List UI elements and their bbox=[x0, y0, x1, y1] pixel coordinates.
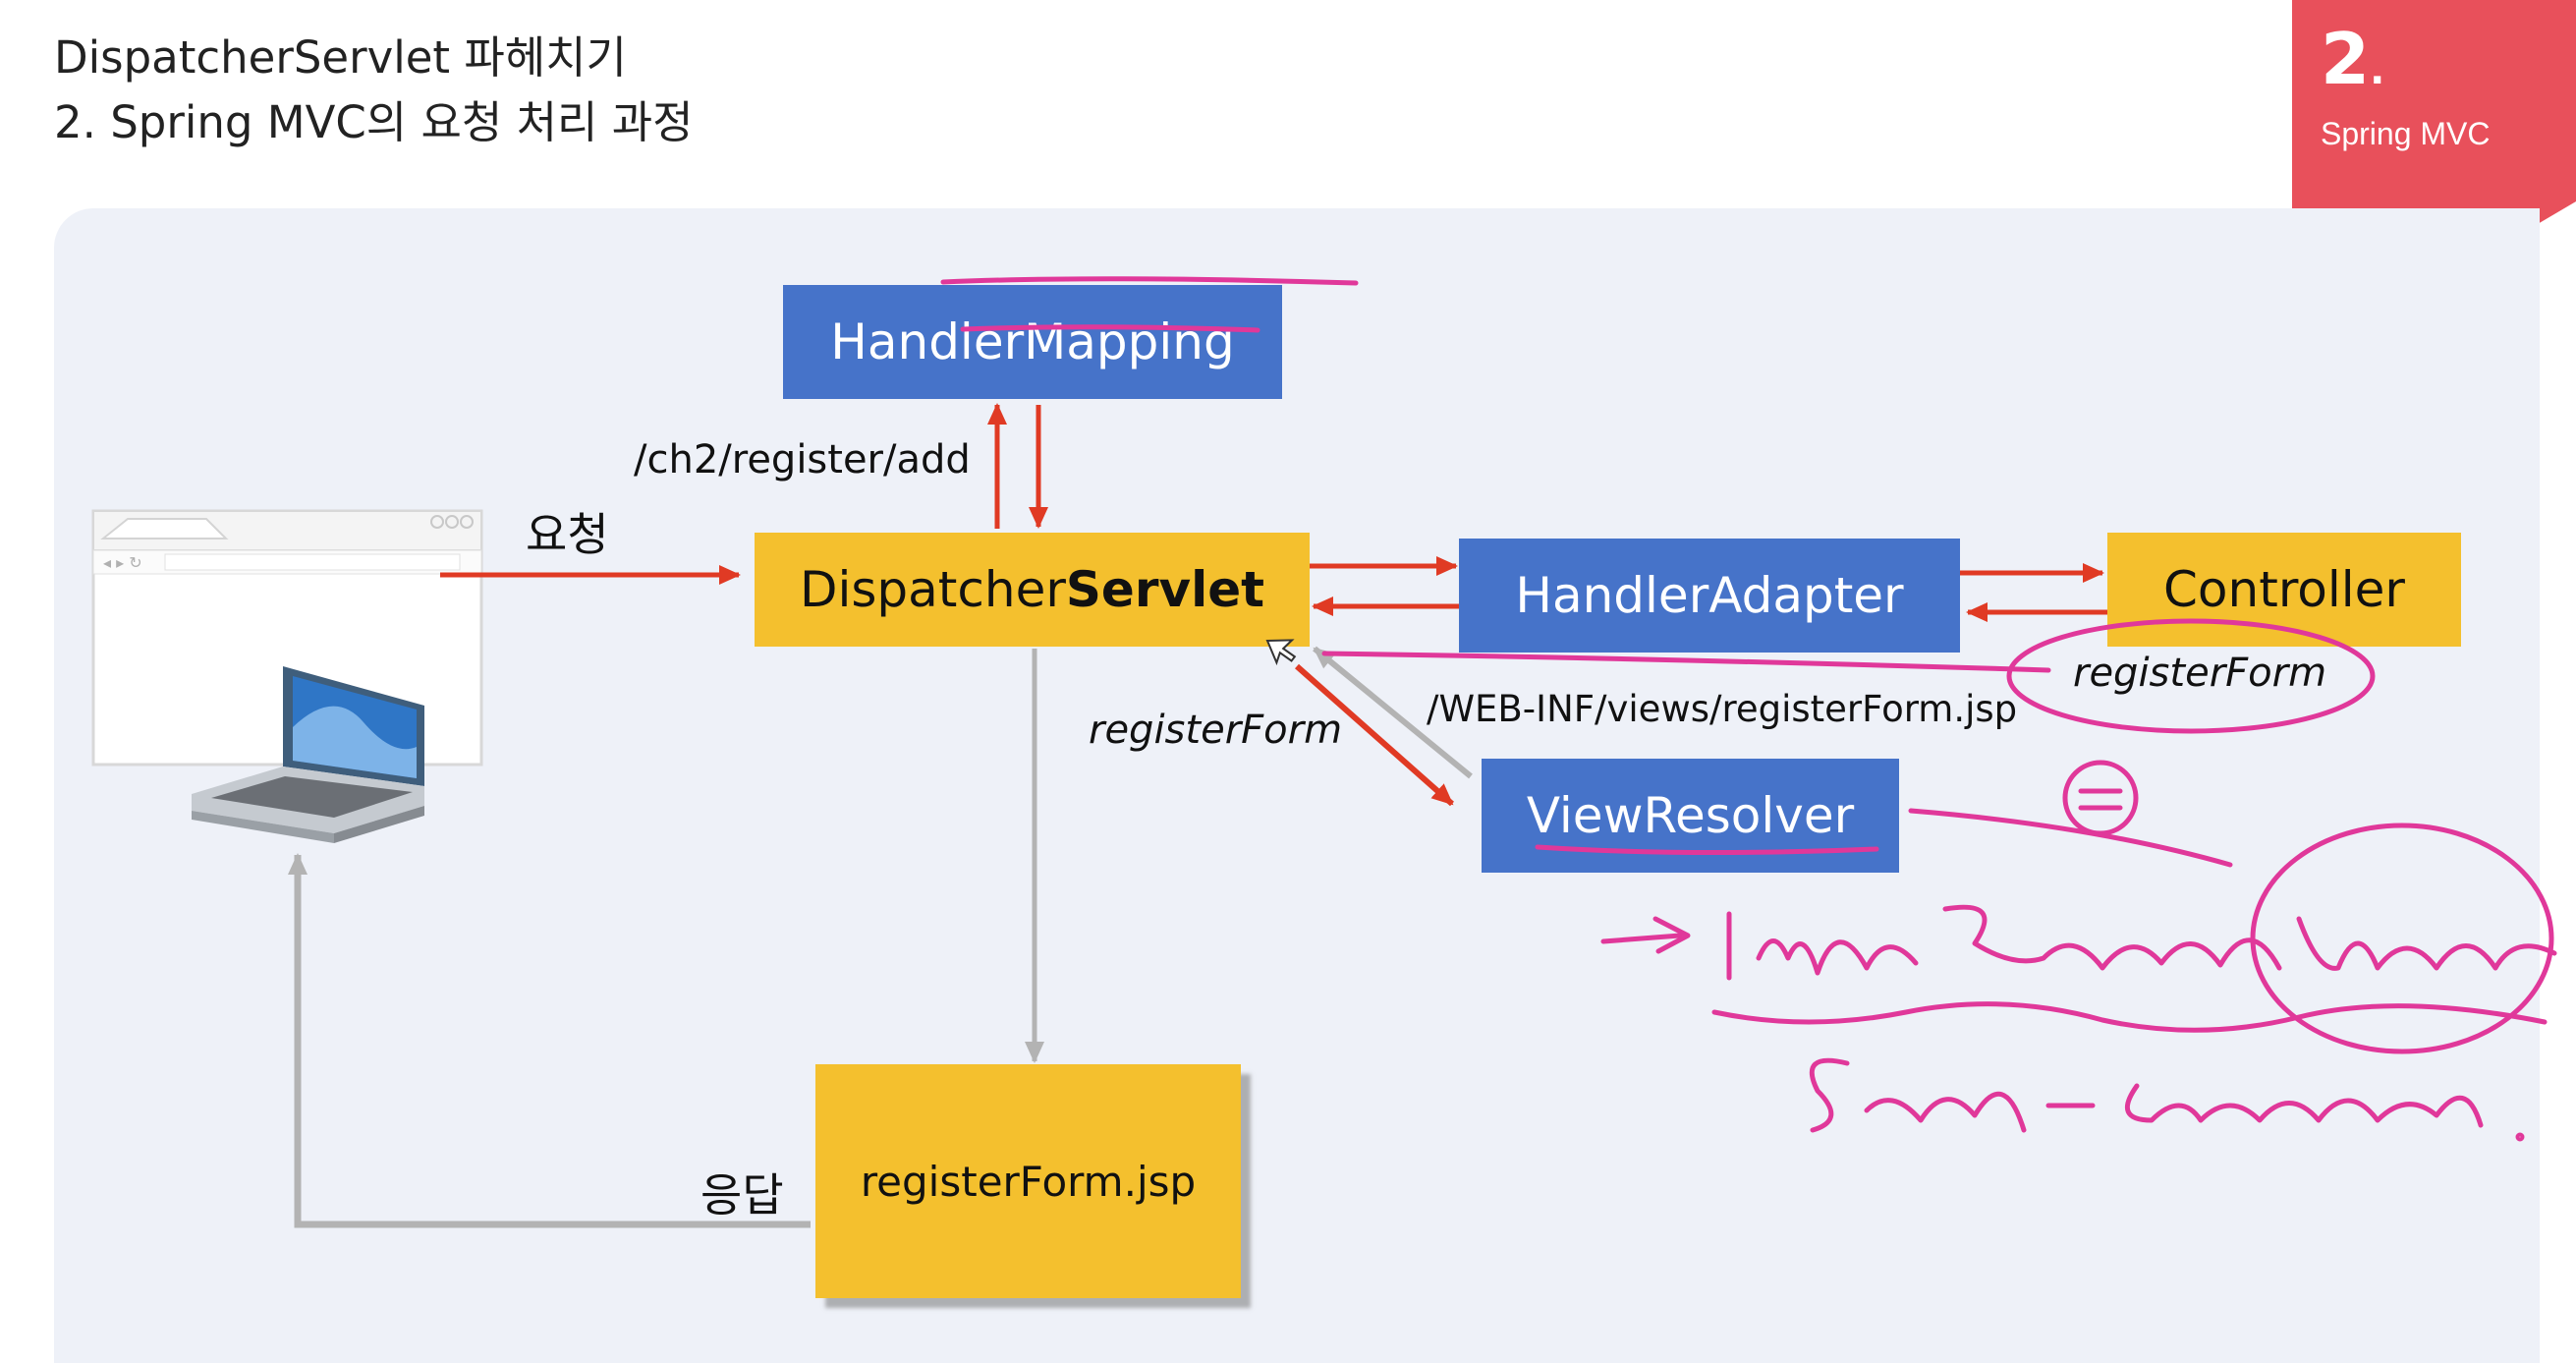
response-label: 응답 bbox=[700, 1168, 784, 1221]
dispatcher-prefix: Dispatcher bbox=[799, 561, 1066, 618]
slide-title: DispatcherServlet 파헤치기 bbox=[54, 31, 627, 84]
dispatcher-bold: Servlet bbox=[1065, 561, 1265, 618]
handler-adapter-box: HandlerAdapter bbox=[1459, 539, 1960, 653]
section-number-dot: . bbox=[2370, 48, 2385, 93]
dispatcher-servlet-label: DispatcherServlet bbox=[800, 561, 1264, 618]
controller-box: Controller bbox=[2107, 533, 2461, 647]
controller-label: Controller bbox=[2163, 561, 2405, 618]
diagram-panel bbox=[54, 208, 2540, 1363]
section-number-digit: 2 bbox=[2321, 18, 2371, 100]
request-label: 요청 bbox=[526, 508, 609, 561]
handler-adapter-label: HandlerAdapter bbox=[1515, 567, 1904, 624]
jsp-label: registerForm.jsp bbox=[860, 1157, 1197, 1206]
view-resolver-box: ViewResolver bbox=[1482, 759, 1899, 873]
section-number: 2. bbox=[2321, 18, 2384, 100]
slide-subtitle: 2. Spring MVC의 요청 처리 과정 bbox=[54, 96, 694, 148]
slide-title-block: DispatcherServlet 파헤치기 2. Spring MVC의 요청… bbox=[54, 28, 694, 153]
handler-mapping-label: HandlerMapping bbox=[830, 313, 1235, 370]
url-label: /ch2/register/add bbox=[634, 437, 971, 483]
view-path-label: /WEB-INF/views/registerForm.jsp bbox=[1427, 688, 2018, 730]
handler-mapping-box: HandlerMapping bbox=[783, 285, 1282, 399]
view-name-label-left: registerForm bbox=[1089, 708, 1343, 753]
section-name: Spring MVC bbox=[2321, 116, 2491, 151]
dispatcher-servlet-box: DispatcherServlet bbox=[755, 533, 1310, 647]
view-resolver-label: ViewResolver bbox=[1526, 787, 1855, 844]
jsp-box: registerForm.jsp bbox=[815, 1064, 1241, 1298]
view-name-label-right: registerForm bbox=[2073, 651, 2327, 696]
